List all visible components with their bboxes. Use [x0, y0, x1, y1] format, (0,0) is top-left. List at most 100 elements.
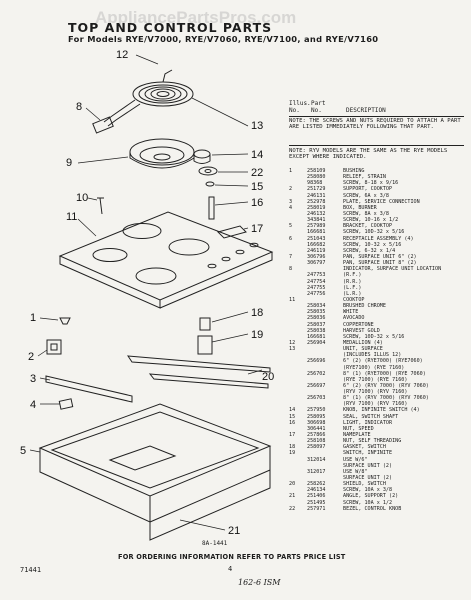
part-number: 256702	[307, 370, 326, 377]
note-rule	[289, 145, 464, 146]
callout-16: 16	[251, 197, 263, 209]
illus-number: 6	[289, 235, 293, 242]
infinite-switch-19	[197, 335, 213, 355]
callout-19: 19	[251, 329, 263, 341]
part-description: SWITCH, INFINITE	[343, 450, 393, 457]
part-number: 246134	[307, 487, 326, 494]
callout-12: 12	[116, 49, 128, 61]
callout-10: 10	[76, 192, 88, 204]
part-number: 257989	[307, 223, 326, 230]
part-number: 257950	[307, 407, 326, 414]
list-item: SURFACE UNIT (2)	[289, 463, 467, 469]
illus-number: 8	[289, 266, 293, 273]
illus-label: Illus.	[289, 100, 311, 107]
illus-number: 2	[289, 186, 293, 193]
terminal-block	[92, 116, 114, 134]
surface-unit-13	[103, 69, 194, 127]
callout-2: 2	[28, 351, 34, 363]
part-description: COPPERTONE	[343, 321, 374, 328]
part-number: 258037	[307, 321, 326, 328]
part-number: 246132	[307, 210, 326, 217]
part-description: WHITE	[343, 309, 359, 316]
part-description: SCREW, 10-16 x 1/2	[343, 217, 399, 224]
part-description: SHIELD, SWITCH	[343, 481, 386, 488]
page-number: 4	[228, 565, 233, 573]
part-number: 247754	[307, 278, 326, 285]
part-description: INDICATOR, SURFACE UNIT LOCATION	[343, 266, 442, 273]
illus-number: 22	[289, 505, 296, 512]
part-description: HARVEST GOLD	[343, 327, 380, 334]
callout-14: 14	[251, 149, 263, 161]
page-title: TOP AND CONTROL PARTS	[68, 20, 273, 35]
illus-number: 21	[289, 493, 296, 500]
gasket-18	[199, 317, 211, 331]
part-description: LIGHT, INDICATOR	[343, 419, 393, 426]
callout-15: 15	[251, 181, 263, 193]
part-description: (L.R.)	[343, 290, 362, 297]
part-description: BUSHING	[343, 168, 365, 174]
watermark: AppliancePartsPros.com	[95, 8, 297, 27]
callout-21: 21	[228, 525, 240, 537]
service-plate-4	[58, 398, 74, 410]
illus-number: 15	[289, 413, 296, 420]
list-item: (RYV 7100) (RYV 7160)	[289, 389, 467, 395]
part-number: 306797	[307, 260, 326, 267]
list-item: 247753(R.F.)	[289, 272, 467, 278]
part-number: 258262	[307, 481, 326, 488]
part-number: 258095	[307, 413, 326, 420]
part-number: 256904	[307, 339, 326, 346]
part-description: SCREW, 10D-32 x 5/16	[343, 333, 405, 340]
illus-number: 16	[289, 419, 296, 426]
handwritten-note: 162-6 ISM	[238, 578, 281, 587]
diagram-ref: 8A-1441	[202, 540, 228, 547]
part-description: SCREW, 8A x 3/8	[343, 210, 390, 217]
part-description: 8" (1) (RYV 7000) (RYV 7060)	[343, 395, 429, 402]
ordering-footer: FOR ORDERING INFORMATION REFER TO PARTS …	[118, 553, 346, 561]
part-description: (RYE 7100) (RYE 7160)	[343, 376, 408, 383]
callout-4: 4	[30, 399, 36, 411]
part-number: 247756	[307, 290, 326, 297]
part-number: 258035	[307, 309, 326, 316]
illus-number: 4	[289, 204, 293, 211]
illus-number: 17	[289, 432, 296, 439]
illus-number: 12	[289, 339, 296, 346]
support-angle-3	[45, 375, 133, 403]
callout-17: 17	[251, 223, 263, 235]
part-description: SUPPORT, COOKTOP	[343, 186, 393, 193]
models-line: For Models RYE/V7000, RYE/V7060, RYE/V71…	[68, 34, 379, 44]
part-description: COOKTOP	[343, 296, 365, 303]
part-description: BOX, BURNER	[343, 204, 377, 211]
illus-number: 14	[289, 407, 296, 414]
part-description: BRUSHED CHROME	[343, 303, 386, 310]
illus-number: 1	[289, 168, 293, 174]
part-number: 258034	[307, 303, 326, 310]
part-description: PAN, SURFACE UNIT 8" (2)	[343, 260, 417, 267]
part-number: 306796	[307, 253, 326, 260]
list-item: 258037 COPPERTONE	[289, 322, 467, 328]
illus-number: 5	[289, 223, 293, 230]
part-description: (R.R.)	[343, 278, 362, 285]
surface-pan-9	[129, 138, 195, 169]
illus-number: 18	[289, 444, 296, 451]
